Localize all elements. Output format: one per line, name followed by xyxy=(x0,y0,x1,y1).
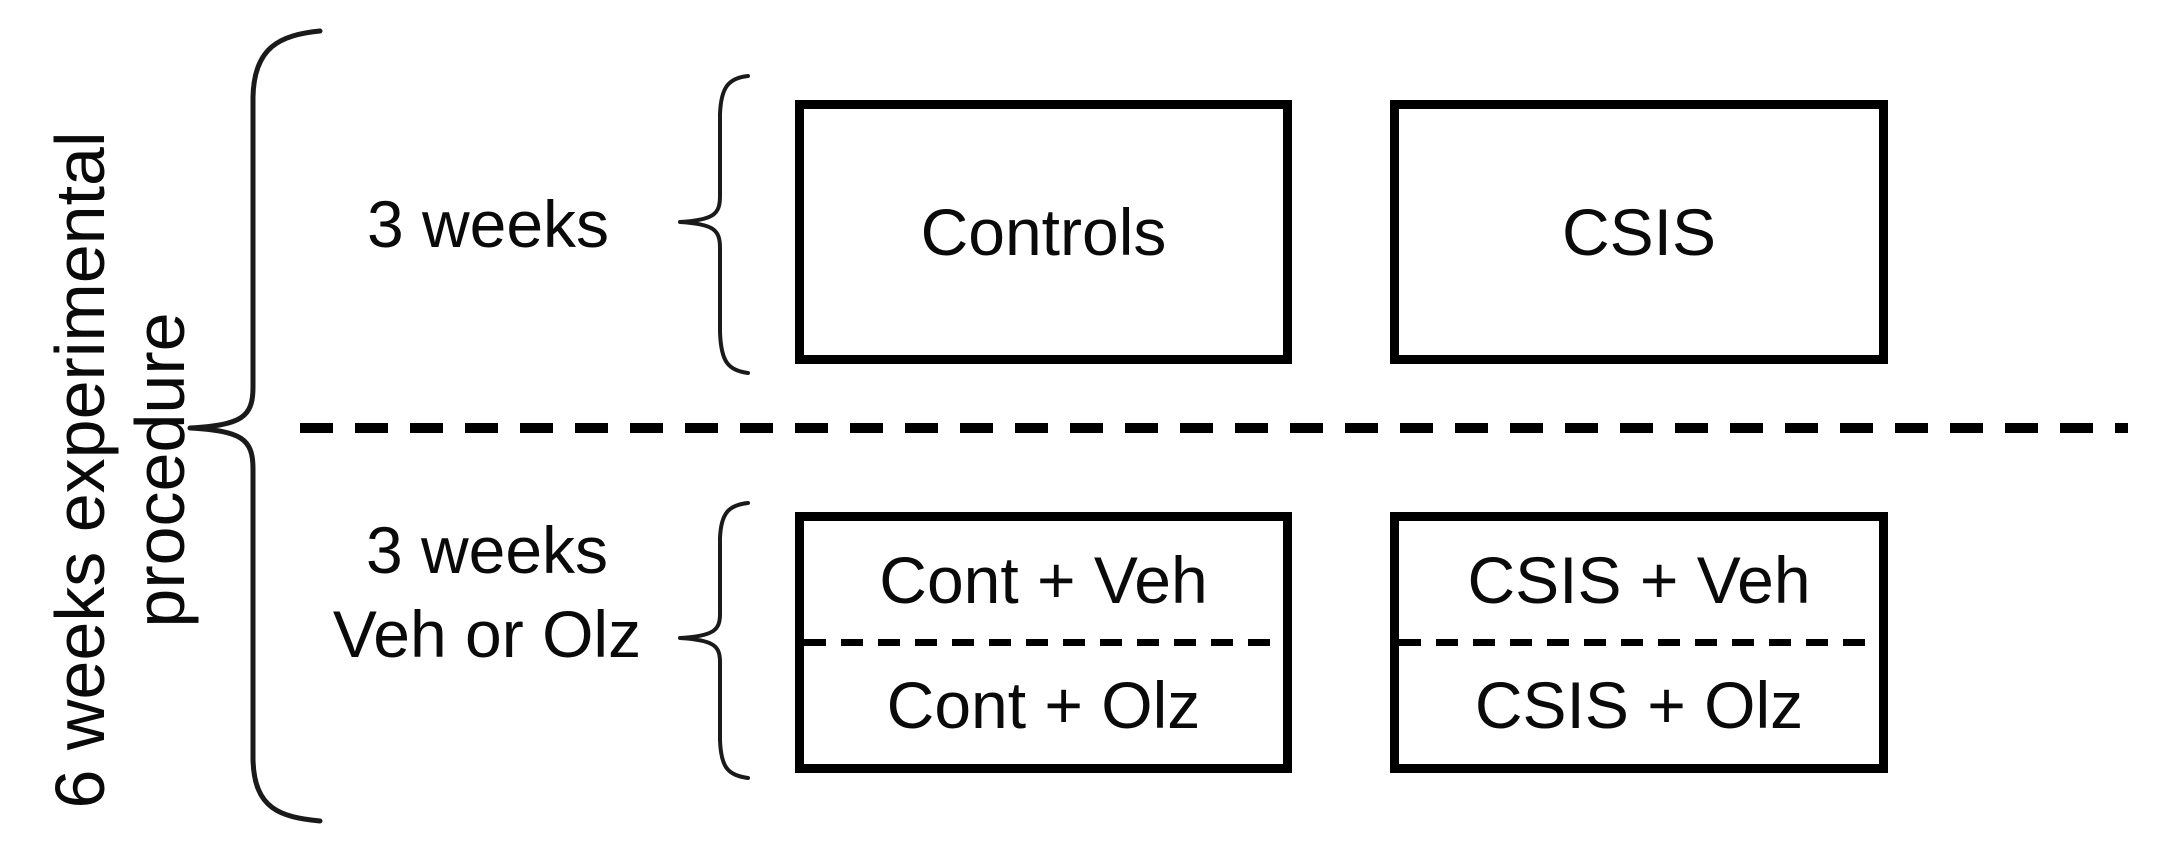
cont-olz-label: Cont + Olz xyxy=(886,668,1201,742)
phase2-duration-label: 3 weeks Veh or Olz xyxy=(333,508,641,676)
controls-group-box: Controls xyxy=(795,100,1292,364)
csis-veh-label: CSIS + Veh xyxy=(1467,543,1811,617)
cont-veh-cell: Cont + Veh xyxy=(804,521,1283,639)
csis-treatment-box: CSIS + Veh CSIS + Olz xyxy=(1390,512,1888,773)
phase2-duration-line1: 3 weeks xyxy=(365,513,609,587)
phase2-brace-icon xyxy=(672,498,757,783)
csis-box-dashed-divider xyxy=(1399,639,1879,646)
experiment-duration-label: 6 weeks experimental procedure xyxy=(40,132,200,809)
csis-olz-cell: CSIS + Olz xyxy=(1399,646,1879,764)
csis-olz-label: CSIS + Olz xyxy=(1474,668,1804,742)
cont-veh-label: Cont + Veh xyxy=(879,543,1208,617)
six-weeks-brace-icon xyxy=(180,25,330,825)
phase1-brace-icon xyxy=(672,70,757,380)
csis-group-box: CSIS xyxy=(1390,100,1888,364)
controls-group-label: Controls xyxy=(920,195,1167,269)
phase-divider-dashed-line xyxy=(300,423,2128,433)
experiment-duration-line1: 6 weeks experimental xyxy=(41,131,119,809)
cont-box-dashed-divider xyxy=(804,639,1283,646)
csis-veh-cell: CSIS + Veh xyxy=(1399,521,1879,639)
csis-group-label: CSIS xyxy=(1561,195,1717,269)
cont-treatment-box: Cont + Veh Cont + Olz xyxy=(795,512,1292,773)
cont-olz-cell: Cont + Olz xyxy=(804,646,1283,764)
phase2-duration-line2: Veh or Olz xyxy=(332,597,642,671)
phase1-duration-label: 3 weeks xyxy=(366,187,610,261)
